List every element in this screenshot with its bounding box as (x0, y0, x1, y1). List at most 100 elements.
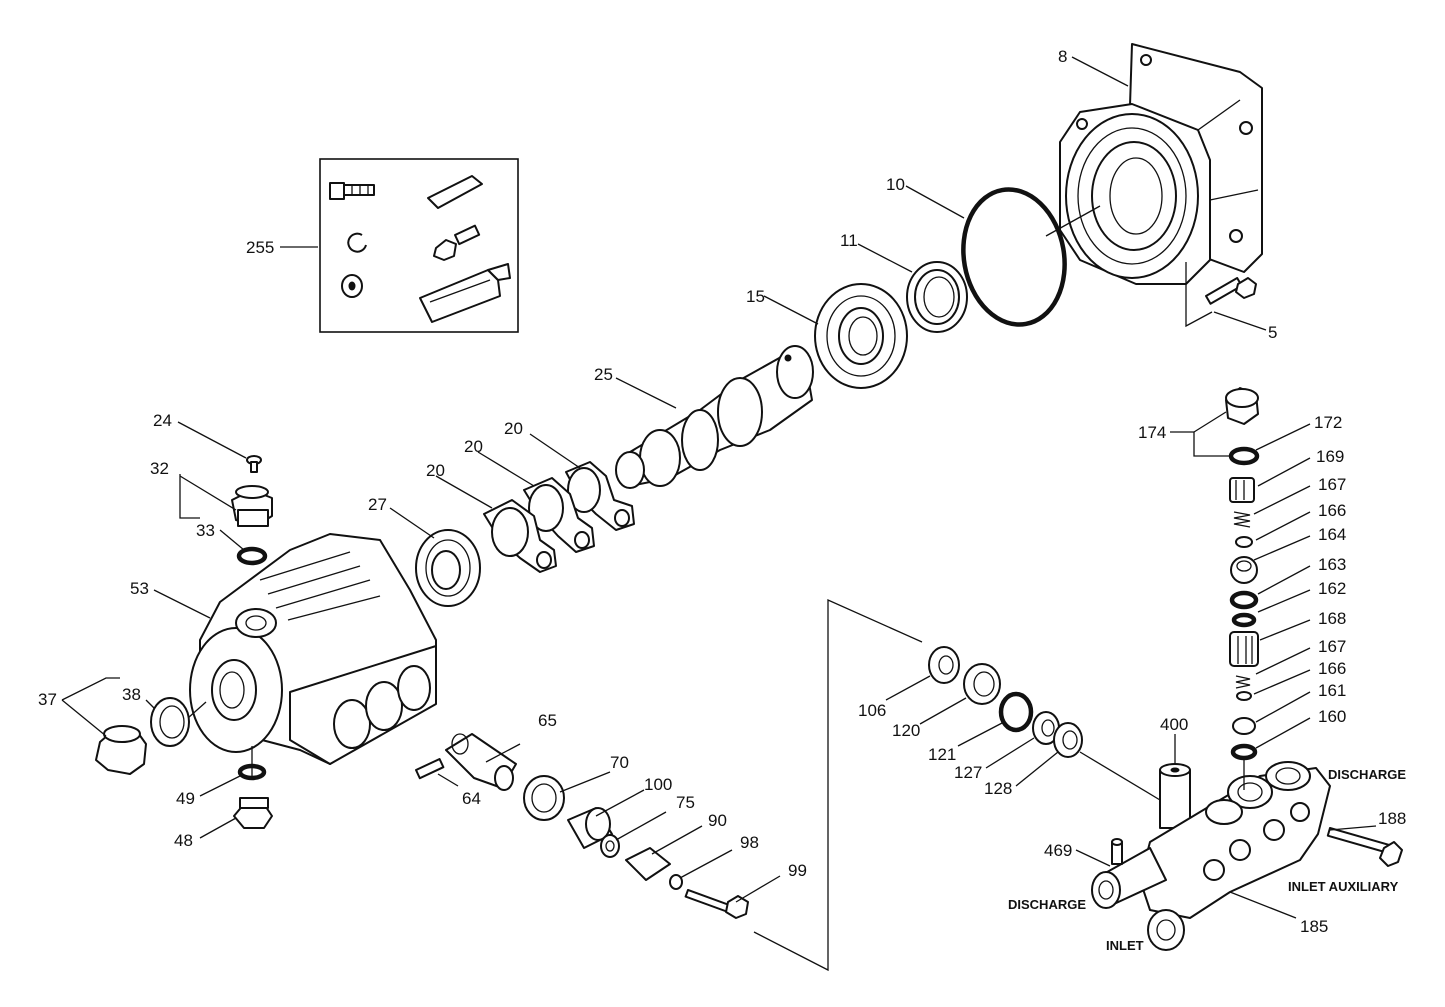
ring-127 (1032, 711, 1060, 745)
callout-163: 163 (1318, 555, 1346, 574)
callout-25: 25 (594, 365, 613, 384)
kit-screw (433, 224, 481, 261)
callout-172: 172 (1314, 413, 1342, 432)
callout-106: 106 (858, 701, 886, 720)
ring-128 (1053, 722, 1083, 758)
callout-164: 164 (1318, 525, 1346, 544)
crankshaft (615, 345, 814, 489)
manifold-185 (1091, 761, 1331, 951)
bearing-15 (814, 283, 908, 389)
bolt-99 (684, 888, 749, 919)
callout-166-a: 166 (1318, 501, 1346, 520)
unloader-400 (1159, 763, 1191, 829)
connecting-rod-1 (483, 499, 557, 573)
flange-bolt (1205, 277, 1257, 305)
callout-37: 37 (38, 690, 57, 709)
callout-166-b: 166 (1318, 659, 1346, 678)
callout-8: 8 (1058, 47, 1067, 66)
callout-33: 33 (196, 521, 215, 540)
callout-20-a: 20 (426, 461, 445, 480)
callout-49: 49 (176, 789, 195, 808)
callout-162: 162 (1318, 579, 1346, 598)
callout-400: 400 (1160, 715, 1188, 734)
callout-167-a: 167 (1318, 475, 1346, 494)
oring-33 (236, 546, 268, 566)
callout-185: 185 (1300, 917, 1328, 936)
callout-65: 65 (538, 711, 557, 730)
callout-20-b: 20 (464, 437, 483, 456)
callout-70: 70 (610, 753, 629, 772)
callout-169: 169 (1316, 447, 1344, 466)
seal-106 (928, 646, 960, 684)
label-inlet: INLET (1106, 938, 1144, 953)
callout-38: 38 (122, 685, 141, 704)
label-discharge-top: DISCHARGE (1328, 767, 1406, 782)
connecting-rod-3 (565, 461, 635, 531)
fitting-469 (1111, 838, 1123, 865)
washer-98 (669, 874, 683, 890)
callout-11: 11 (840, 231, 858, 250)
callout-168: 168 (1318, 609, 1346, 628)
label-inlet-auxiliary: INLET AUXILIARY (1288, 879, 1399, 894)
connecting-rod-2 (523, 477, 595, 553)
gearbox-flange (1059, 43, 1263, 285)
callout-161: 161 (1318, 681, 1346, 700)
seal-11 (906, 261, 968, 333)
callout-90: 90 (708, 811, 727, 830)
washer-75 (600, 834, 620, 858)
callout-64: 64 (462, 789, 481, 808)
plunger-guide-65 (445, 733, 517, 791)
callout-20-c: 20 (504, 419, 523, 438)
bearing-27 (415, 529, 481, 607)
callout-469: 469 (1044, 841, 1072, 860)
kit-bolt (329, 182, 375, 200)
seal-70 (523, 775, 565, 821)
crankcase (189, 533, 437, 765)
callout-24: 24 (153, 411, 172, 430)
callout-167-b: 167 (1318, 637, 1346, 656)
sleeve-100 (567, 807, 613, 849)
screw-24 (246, 455, 262, 473)
port-labels: DISCHARGE DISCHARGE INLET AUXILIARY INLE… (1008, 767, 1406, 953)
kit-snap-ring (347, 232, 367, 253)
callout-120: 120 (892, 721, 920, 740)
callout-27: 27 (368, 495, 387, 514)
label-discharge-left: DISCHARGE (1008, 897, 1086, 912)
pin-64 (415, 758, 445, 780)
kit-key (427, 175, 483, 209)
callout-100: 100 (644, 775, 672, 794)
callout-128: 128 (984, 779, 1012, 798)
seal-120 (963, 663, 1001, 705)
callout-48: 48 (174, 831, 193, 850)
oring-10 (961, 187, 1067, 327)
oring-121 (998, 691, 1034, 733)
callout-127: 127 (954, 763, 982, 782)
leader-lines (61, 56, 1377, 919)
callout-15: 15 (746, 287, 765, 306)
callout-174: 174 (1138, 423, 1166, 442)
callout-5: 5 (1268, 323, 1277, 342)
callout-98: 98 (740, 833, 759, 852)
callout-188: 188 (1378, 809, 1406, 828)
kit-grease-tube (419, 263, 511, 323)
oil-cap-32 (231, 485, 273, 527)
plug-37 (95, 725, 147, 775)
drain-plug-48 (233, 797, 273, 829)
valve-stack (1225, 387, 1260, 761)
assembly-bracket (753, 598, 923, 972)
bolt-188 (1326, 827, 1403, 867)
kit-washer (341, 274, 363, 298)
ring-38 (150, 697, 190, 747)
callout-numbers: 255 24 32 33 53 37 38 49 48 27 20 20 20 … (38, 47, 1406, 936)
callout-99: 99 (788, 861, 807, 880)
callout-53: 53 (130, 579, 149, 598)
hardware-kit-box (319, 158, 519, 333)
callout-75: 75 (676, 793, 695, 812)
callout-255: 255 (246, 238, 274, 257)
callout-10: 10 (886, 175, 905, 194)
callout-121: 121 (928, 745, 956, 764)
callout-160: 160 (1318, 707, 1346, 726)
plunger-90 (625, 847, 671, 881)
callout-32: 32 (150, 459, 169, 478)
